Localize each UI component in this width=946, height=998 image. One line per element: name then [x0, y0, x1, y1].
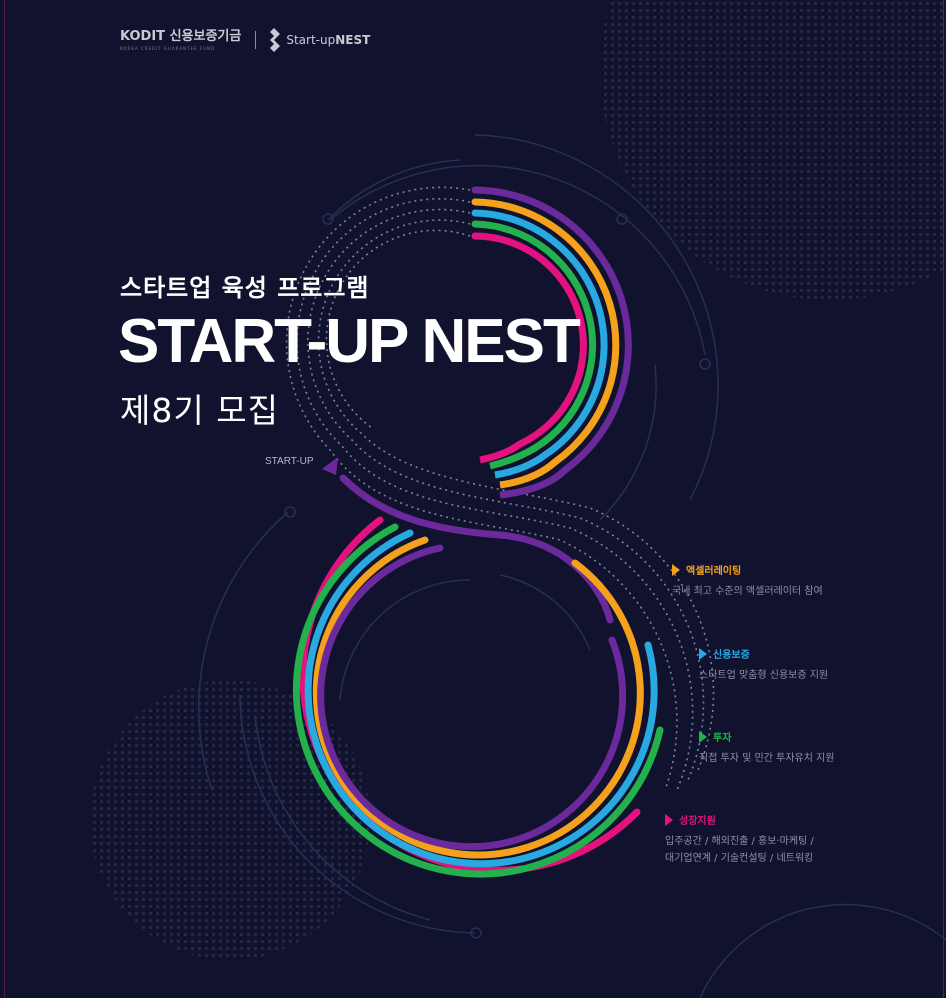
nest-mark-icon	[270, 28, 281, 52]
triangle-bullet-icon	[699, 647, 707, 660]
feature-heading: 투자	[699, 729, 835, 744]
feature-description: 입주공간 / 해외진출 / 홍보·마케팅 / 대기업연계 / 기술컨설팅 / 네…	[665, 833, 814, 867]
feature-title: 투자	[713, 733, 732, 744]
program-subtitle: 스타트업 육성 프로그램	[120, 274, 370, 302]
right-edge-line	[943, 0, 944, 998]
feature-title: 성장지원	[679, 816, 716, 827]
feature-description: 스타트업 맞춤형 신용보증 지원	[699, 670, 829, 681]
left-edge-line	[4, 0, 5, 998]
triangle-bullet-icon	[672, 563, 680, 576]
feature-growth-support: 성장지원 입주공간 / 해외진출 / 홍보·마케팅 / 대기업연계 / 기술컨설…	[665, 812, 814, 867]
nest-logo-bold: NEST	[335, 33, 371, 47]
nest-logo-light: Start-up	[286, 33, 336, 47]
feature-description: 국내 최고 수준의 액셀러레이터 참여	[672, 586, 823, 597]
feature-heading: 성장지원	[665, 812, 814, 827]
feature-heading: 신용보증	[699, 646, 828, 661]
feature-investment: 투자 직접 투자 및 민간 투자유치 지원	[699, 729, 835, 767]
triangle-bullet-icon	[665, 813, 673, 826]
upper-ring	[471, 186, 632, 474]
feature-heading: 액셀러레이팅	[672, 562, 823, 577]
crossover-tails	[479, 441, 568, 499]
dotted-paths	[285, 186, 715, 791]
dot-pattern-bottom-left	[90, 680, 370, 960]
thin-orbit-lines	[198, 134, 946, 998]
feature-title: 신용보증	[713, 650, 750, 661]
feature-accelerating: 액셀러레이팅 국내 최고 수준의 액셀러레이터 참여	[672, 562, 823, 600]
startup-tag: START-UP	[265, 456, 314, 467]
startup-nest-logo: Start-up NEST	[268, 28, 370, 52]
page-title: START-UP NEST	[118, 307, 581, 376]
feature-description-line: 입주공간 / 해외진출 / 홍보·마케팅 /	[665, 836, 814, 847]
header-logos: KODIT 신용보증기금 KOREA CREDIT GUARANTEE FUND…	[120, 28, 370, 52]
triangle-bullet-icon	[699, 730, 707, 743]
kodit-logo-subtitle: KOREA CREDIT GUARANTEE FUND	[120, 45, 216, 51]
lower-ring	[292, 516, 664, 878]
logo-divider	[255, 31, 257, 49]
startup-arrow-path	[339, 474, 614, 624]
kodit-logo-text: KODIT 신용보증기금	[120, 28, 242, 44]
feature-description-line: 대기업연계 / 기술컨설팅 / 네트워킹	[665, 853, 814, 864]
startup-arrow-head	[322, 457, 338, 475]
feature-title: 액셀러레이팅	[686, 566, 742, 577]
dot-pattern-top-right	[600, 0, 946, 300]
feature-credit-guarantee: 신용보증 스타트업 맞춤형 신용보증 지원	[699, 646, 828, 684]
recruitment-label: 제8기 모집	[120, 391, 279, 430]
kodit-logo: KODIT 신용보증기금 KOREA CREDIT GUARANTEE FUND	[120, 28, 242, 51]
feature-description: 직접 투자 및 민간 투자유치 지원	[699, 753, 835, 764]
